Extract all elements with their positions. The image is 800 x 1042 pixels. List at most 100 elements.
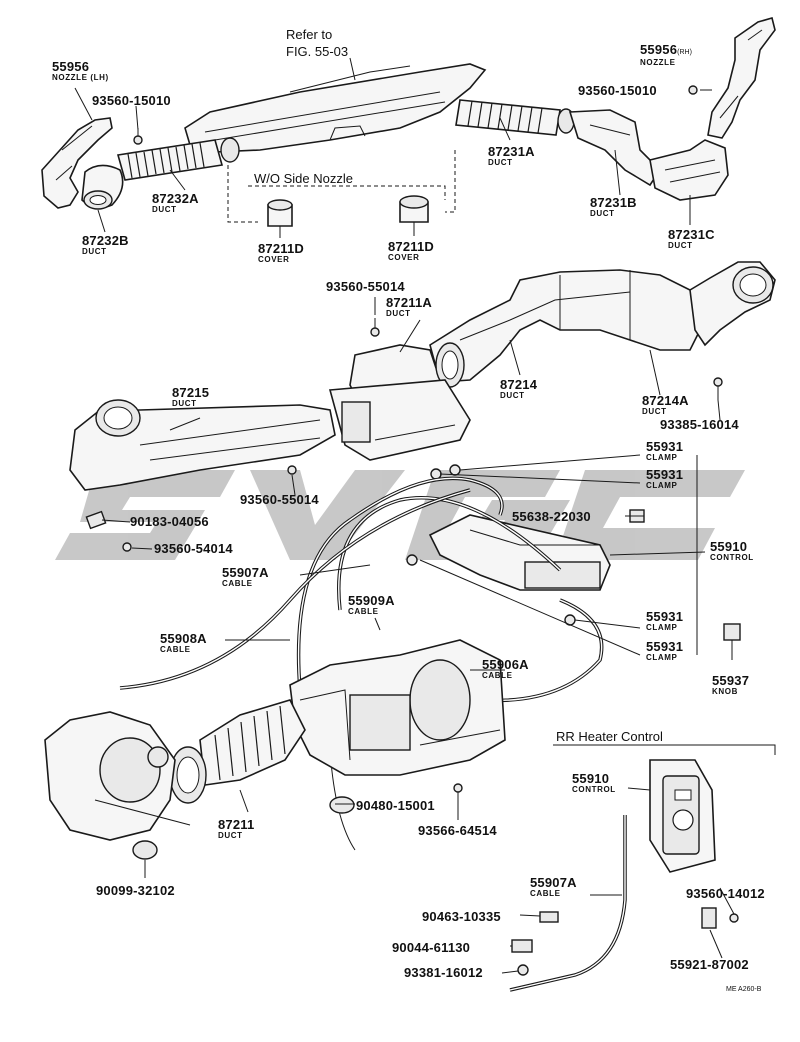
duct-87231a-shape xyxy=(455,99,575,136)
part-label-87211d-left[interactable]: 87211D COVER xyxy=(258,242,304,264)
part-label-87231a[interactable]: 87231A DUCT xyxy=(488,145,535,167)
part-label-93560-54014[interactable]: 93560-54014 xyxy=(154,541,233,556)
part-label-87211[interactable]: 87211 DUCT xyxy=(218,818,254,840)
part-label-93381-16012[interactable]: 93381-16012 xyxy=(404,965,483,980)
cable-55906a-drawing xyxy=(479,598,604,703)
part-number: 87215 xyxy=(172,385,210,400)
part-name: DUCT xyxy=(488,158,513,167)
part-label-90044-61130[interactable]: 90044-61130 xyxy=(392,940,471,955)
part-label-90463-10335[interactable]: 90463-10335 xyxy=(422,909,501,924)
screw-93560-14012 xyxy=(729,913,739,923)
part-label-93560-15010-rh[interactable]: 93560-15010 xyxy=(578,83,657,98)
part-name: NOZZLE (LH) xyxy=(52,73,109,82)
part-label-55921-87002[interactable]: 55921-87002 xyxy=(670,957,749,972)
wo-side-nozzle-frame xyxy=(227,150,456,223)
part-label-55956-rh[interactable]: 55956(RH) NOZZLE xyxy=(640,42,692,67)
part-label-93385-16014[interactable]: 93385-16014 xyxy=(660,417,739,432)
part-label-87215[interactable]: 87215 DUCT xyxy=(172,386,209,408)
part-number: 87211 xyxy=(218,817,255,832)
part-name: DUCT xyxy=(152,205,177,214)
part-number: 55931 xyxy=(646,639,684,654)
part-number: 87214 xyxy=(500,377,538,392)
part-label-90183-04056[interactable]: 90183-04056 xyxy=(130,514,209,529)
part-label-93560-55014-top[interactable]: 93560-55014 xyxy=(326,279,405,294)
part-label-90099-32102[interactable]: 90099-32102 xyxy=(96,883,175,898)
clamp-55931-c xyxy=(406,554,418,566)
part-label-55907a-top[interactable]: 55907A CABLE xyxy=(222,566,269,588)
cable-55909a-drawing xyxy=(337,496,562,611)
part-label-55956-lh[interactable]: 55956 NOZZLE (LH) xyxy=(52,60,109,82)
part-name: DUCT xyxy=(386,309,411,318)
part-label-93566-64514[interactable]: 93566-64514 xyxy=(418,823,497,838)
part-name: CLAMP xyxy=(646,481,678,490)
part-label-90480-15001[interactable]: 90480-15001 xyxy=(356,798,435,813)
duct-87214-shape xyxy=(429,269,701,383)
part-label-87211d-right[interactable]: 87211D COVER xyxy=(388,240,434,262)
duct-87232a-shape xyxy=(116,137,240,181)
part-number: 55906A xyxy=(482,657,529,672)
part-name: CONTROL xyxy=(710,553,754,562)
part-label-55906a[interactable]: 55906A CABLE xyxy=(482,658,529,680)
cover-87211d-right xyxy=(399,195,429,223)
bolt-93385-16014 xyxy=(713,377,723,400)
duct-87232b-shape xyxy=(81,164,124,210)
duct-87215-shape xyxy=(69,399,336,491)
rr-heater-control-heading: RR Heater Control xyxy=(556,729,663,744)
cover-87211d-left xyxy=(267,199,293,227)
duct-87214a-shape xyxy=(689,261,776,347)
clip-90044-61130 xyxy=(511,939,533,953)
part-name: DUCT xyxy=(218,831,243,840)
refer-to-label: Refer to xyxy=(286,27,333,42)
part-label-55909a[interactable]: 55909A CABLE xyxy=(348,594,395,616)
part-number: 87231B xyxy=(590,195,637,210)
part-name: NOZZLE xyxy=(640,58,676,67)
part-name: CLAMP xyxy=(646,453,678,462)
part-label-87232b[interactable]: 87232B DUCT xyxy=(82,234,129,256)
part-label-55937[interactable]: 55937 KNOB xyxy=(712,674,749,696)
part-label-87214a[interactable]: 87214A DUCT xyxy=(642,394,689,416)
part-label-87232a[interactable]: 87232A DUCT xyxy=(152,192,199,214)
part-number: 55909A xyxy=(348,593,395,608)
screw-93566-64514 xyxy=(453,783,463,793)
part-label-55931-3[interactable]: 55931 CLAMP xyxy=(646,610,683,632)
part-name: DUCT xyxy=(590,209,615,218)
part-label-55638-22030[interactable]: 55638-22030 xyxy=(512,509,591,524)
part-label-55931-1[interactable]: 55931 CLAMP xyxy=(646,440,683,462)
cable-55907a-top-drawing xyxy=(296,476,504,691)
part-name: COVER xyxy=(258,255,290,264)
part-label-93560-14012[interactable]: 93560-14012 xyxy=(686,886,765,901)
part-number: 55907A xyxy=(222,565,269,580)
part-label-87214[interactable]: 87214 DUCT xyxy=(500,378,537,400)
part-name: DUCT xyxy=(668,241,693,250)
part-label-55931-4[interactable]: 55931 CLAMP xyxy=(646,640,683,662)
part-name: CABLE xyxy=(530,889,561,898)
screw-93560-55014-top xyxy=(370,318,380,337)
part-label-55907a-rr[interactable]: 55907A CABLE xyxy=(530,876,577,898)
part-name: COVER xyxy=(388,253,420,262)
part-number: 55910 xyxy=(572,771,610,786)
part-label-55931-2[interactable]: 55931 CLAMP xyxy=(646,468,683,490)
part-label-93560-15010-lh[interactable]: 93560-15010 xyxy=(92,93,171,108)
grommet-90480-15001 xyxy=(329,796,355,814)
part-name: CABLE xyxy=(222,579,253,588)
part-number: 87231C xyxy=(668,227,715,242)
part-label-87231c[interactable]: 87231C DUCT xyxy=(668,228,715,250)
figure-reference-link[interactable]: FIG. 55-03 xyxy=(286,44,349,59)
part-name: CABLE xyxy=(160,645,191,654)
part-label-87231b[interactable]: 87231B DUCT xyxy=(590,196,637,218)
part-label-87211a[interactable]: 87211A DUCT xyxy=(386,296,432,318)
knob-55937 xyxy=(723,623,741,641)
screw-93560-15010-lh xyxy=(133,128,143,145)
part-number: 87211A xyxy=(386,295,433,310)
part-label-55910-control[interactable]: 55910 CONTROL xyxy=(710,540,754,562)
part-label-93560-55014-bottom[interactable]: 93560-55014 xyxy=(240,492,319,507)
part-label-55908a[interactable]: 55908A CABLE xyxy=(160,632,207,654)
part-number: 87211D xyxy=(388,239,435,254)
part-number: 55931 xyxy=(646,467,684,482)
screw-93560-54014 xyxy=(122,542,132,552)
part-name: CONTROL xyxy=(572,785,616,794)
part-number: 55931 xyxy=(646,609,684,624)
part-label-55910-rr[interactable]: 55910 CONTROL xyxy=(572,772,616,794)
